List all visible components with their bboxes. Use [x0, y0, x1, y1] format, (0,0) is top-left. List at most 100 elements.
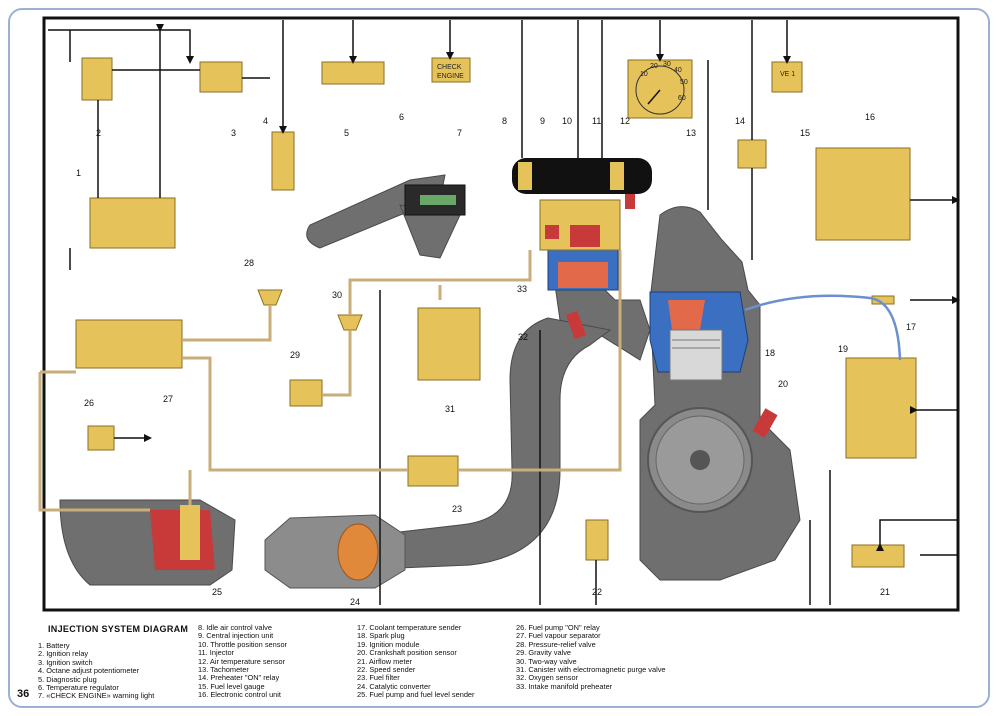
legend-item: 30. Two-way valve [516, 656, 577, 666]
legend-item: 16. Electronic control unit [198, 690, 281, 700]
tachometer [627, 59, 693, 119]
legend-item: 11. Injector [198, 648, 235, 658]
component-number-15: 15 [800, 128, 810, 138]
diagram-border [42, 16, 960, 612]
legend-item: 12. Air temperature sensor [198, 656, 286, 666]
component-number-25: 25 [212, 587, 222, 597]
fuel-gauge-text: VE 1 [780, 71, 795, 78]
legend-item: 17. Coolant temperature sender [357, 623, 462, 632]
legend-item: 19. Ignition module [357, 639, 420, 649]
legend-item: 1. Battery [38, 641, 70, 650]
tacho-tick-60: 60 [678, 95, 686, 102]
legend-column-3: 17. Coolant temperature sender 18. Spark… [357, 623, 475, 700]
legend-item: 32. Oxygen sensor [516, 673, 579, 683]
legend-item: 22. Speed sender [357, 665, 416, 675]
component-number-1: 1 [76, 168, 81, 178]
component-number-21: 21 [880, 587, 890, 597]
tacho-tick-10: 10 [640, 71, 648, 78]
component-number-23: 23 [452, 504, 462, 514]
component-number-7: 7 [457, 128, 462, 138]
fuel-lines [38, 250, 622, 512]
airflow-meter [851, 544, 905, 568]
catalytic-converter [264, 514, 406, 589]
tacho-tick-20: 20 [650, 63, 658, 70]
component-number-10: 10 [562, 116, 572, 126]
component-number-18: 18 [765, 348, 775, 358]
fuel-pump-relay [87, 425, 115, 451]
tacho-tick-30: 30 [663, 61, 671, 68]
legend-column-1: 1. Battery 2. Ignition relay 3. Ignition… [38, 641, 155, 701]
legend-item: 33. Intake manifold preheater [516, 681, 613, 691]
legend-item: 27. Fuel vapour separator [516, 631, 601, 641]
legend-item: 21. Airflow meter [357, 656, 413, 666]
legend-item: 20. Crankshaft position sensor [357, 648, 457, 658]
legend-item: 3. Ignition switch [38, 657, 93, 667]
component-number-12: 12 [620, 116, 630, 126]
fuel-pump [150, 505, 215, 570]
preheater-relay [737, 139, 767, 169]
legend-item: 25. Fuel pump and fuel level sender [357, 690, 475, 700]
component-number-11: 11 [592, 116, 601, 126]
tachometer-dial: 10 20 30 40 50 60 [635, 61, 688, 115]
check-engine-line1: CHECK [437, 64, 462, 71]
legend-item: 9. Central injection unit [198, 631, 274, 641]
electronic-control-unit [815, 147, 911, 241]
ignition-relay [81, 57, 113, 101]
legend-item: 31. Canister with electromagnetic purge … [516, 665, 666, 675]
legend-item: 26. Fuel pump "ON" relay [516, 623, 600, 632]
crankshaft-sensor [752, 408, 778, 438]
check-engine-line2: ENGINE [437, 73, 464, 80]
component-number-29: 29 [290, 350, 300, 360]
fuel-level-gauge [771, 61, 803, 93]
component-number-28: 28 [244, 258, 254, 268]
component-number-14: 14 [735, 116, 745, 126]
ignition-module [845, 357, 917, 459]
component-number-17: 17 [906, 322, 916, 332]
speed-sender [585, 519, 609, 561]
component-number-30: 30 [332, 290, 342, 300]
check-engine-light [431, 57, 471, 83]
legend-item: 14. Preheater "ON" relay [198, 673, 280, 683]
legend-column-4: 26. Fuel pump "ON" relay 27. Fuel vapour… [516, 623, 666, 691]
legend-item: 23. Fuel filter [357, 673, 400, 683]
pressure-relief-valve [257, 289, 283, 306]
component-number-33: 33 [517, 284, 527, 294]
legend-item: 2. Ignition relay [38, 649, 89, 659]
component-number-19: 19 [838, 344, 848, 354]
component-number-26: 26 [84, 398, 94, 408]
ignition-switch [199, 61, 243, 93]
legend-item: 5. Diagnostic plug [38, 674, 97, 684]
component-number-2: 2 [96, 128, 101, 138]
component-number-6: 6 [399, 112, 404, 122]
page-number: 36 [17, 688, 30, 700]
two-way-valve [337, 314, 363, 331]
component-number-22: 22 [592, 587, 602, 597]
legend-item: 6. Temperature regulator [38, 683, 119, 693]
air-filter [512, 158, 652, 194]
component-number-16: 16 [865, 112, 875, 122]
legend-item: 7. «CHECK ENGINE» warning light [38, 691, 155, 701]
fuel-vapour-separator [75, 319, 183, 369]
component-numbers: 1 2 3 4 5 6 7 8 9 10 11 12 13 14 15 16 1… [76, 112, 916, 607]
legend-item: 8. Idle air control valve [198, 623, 272, 632]
canister [417, 307, 481, 381]
component-number-31: 31 [445, 404, 455, 414]
legend-item: 24. Catalytic converter [357, 681, 431, 691]
legend-title: INJECTION SYSTEM DIAGRAM [48, 624, 189, 634]
injection-unit [539, 185, 635, 251]
legend-item: 4. Octane adjust potentiometer [38, 666, 140, 676]
spark-plug-lead [744, 294, 902, 361]
component-number-27: 27 [163, 394, 173, 404]
wiring [48, 20, 960, 605]
components [75, 57, 917, 568]
legend-item: 13. Tachometer [198, 665, 249, 675]
component-number-4: 4 [263, 116, 268, 126]
legend-item: 29. Gravity valve [516, 648, 572, 658]
tacho-tick-50: 50 [680, 79, 688, 86]
legend-column-2: 8. Idle air control valve 9. Central inj… [198, 623, 287, 700]
component-number-32: 32 [518, 332, 528, 342]
component-number-9: 9 [540, 116, 545, 126]
fuel-filter [407, 455, 459, 487]
battery [89, 197, 176, 249]
